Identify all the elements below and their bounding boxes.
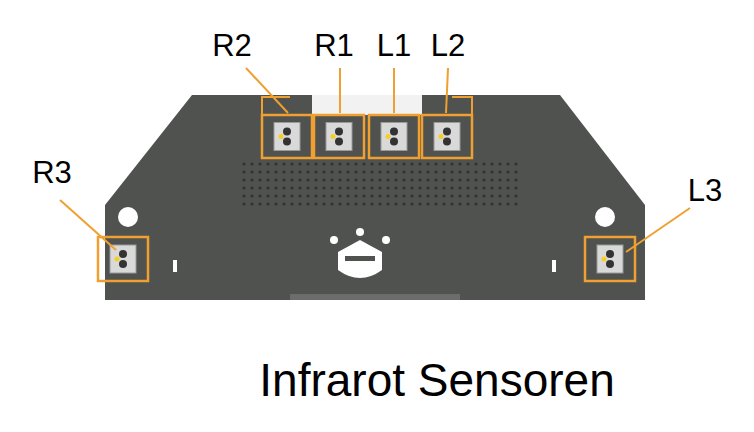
infrared-sensor [585, 237, 635, 281]
infrared-sensor [262, 115, 312, 158]
sensor-group [98, 115, 635, 281]
sensor-label: R2 [212, 30, 252, 61]
sensor-label: L3 [688, 175, 722, 206]
sensor-label: L2 [431, 30, 465, 61]
mounting-hole [595, 207, 615, 227]
caption: Infrarot Sensoren [259, 357, 614, 403]
pin-grid [240, 158, 520, 206]
sensor-label: R3 [32, 157, 72, 188]
board-mark [552, 260, 556, 272]
connector [312, 95, 422, 115]
logo [330, 228, 390, 278]
infrared-sensor [98, 237, 148, 281]
board-mark [173, 260, 177, 272]
mounting-hole [118, 207, 138, 227]
logo-text-cut [290, 294, 460, 300]
sensor-label: R1 [314, 30, 354, 61]
infrared-sensor [314, 115, 364, 158]
infrared-sensor [369, 115, 419, 158]
circuit-board [105, 95, 645, 300]
leader-lines [60, 68, 690, 252]
infrared-sensor [422, 115, 472, 158]
sensor-label: L1 [377, 30, 411, 61]
